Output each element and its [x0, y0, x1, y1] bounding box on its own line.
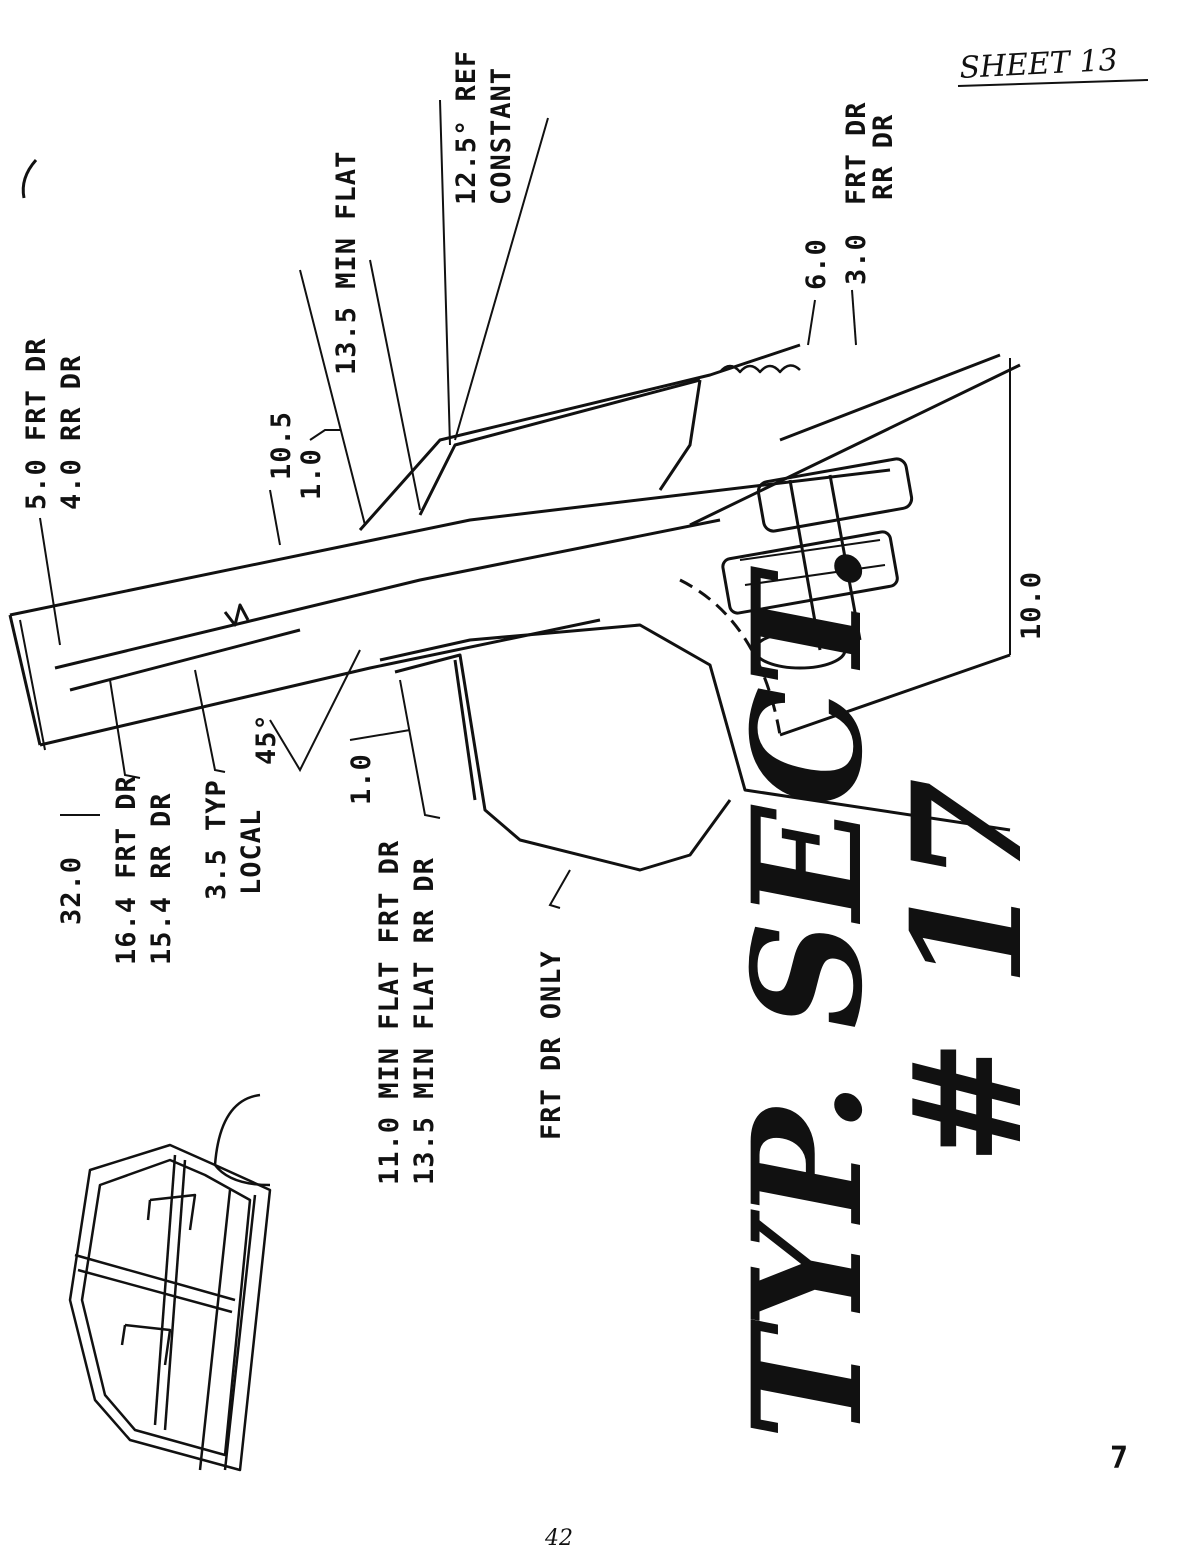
panel-line-2 — [39, 618, 601, 747]
sweep-line-a — [689, 363, 1021, 527]
leader-frt-only — [548, 869, 571, 909]
leader-10-5 — [269, 489, 281, 546]
leader-32 — [19, 619, 100, 816]
dim-13-5-rr: 13.5 MIN FLAT RR DR — [409, 857, 440, 1185]
leader-3-5 — [194, 669, 226, 773]
dim-constant: CONSTANT — [486, 67, 517, 205]
leader-1-0-low — [349, 729, 411, 741]
lower-channel — [379, 623, 1011, 832]
leader-12-5 — [439, 99, 549, 446]
panel-line-3 — [54, 518, 721, 670]
break-mark — [223, 603, 250, 627]
title-line1: TYP. SECT. — [720, 542, 896, 1440]
dim-3-5-typ: 3.5 TYP — [201, 779, 232, 900]
dimension-leaders — [19, 99, 1011, 909]
leader-6-0 — [807, 299, 816, 346]
upper-flange — [358, 343, 801, 531]
door-inner-outline — [80, 1158, 252, 1457]
dim-45: 45° — [251, 713, 282, 765]
dim-frt-only: FRT DR ONLY — [536, 950, 567, 1140]
door-mark-upper — [146, 1193, 197, 1231]
sweep-line-b — [779, 353, 1001, 442]
dim-13-5-min: 13.5 MIN FLAT — [331, 151, 362, 375]
door-vertical-b — [163, 1159, 187, 1431]
dim-local: LOCAL — [236, 809, 267, 895]
leader-16-4 — [109, 679, 141, 779]
dim-3-0-text: 3.0 — [841, 233, 872, 285]
dim-rr-dr: RR DR — [868, 114, 899, 200]
page-number: 7 — [1110, 1441, 1128, 1476]
bolt-shaft — [788, 474, 862, 651]
dim-10-0: 10.0 — [1016, 571, 1047, 640]
dimension-labels: 32.0 16.4 FRT DR 15.4 RR DR 3.5 TYP LOCA… — [21, 50, 1047, 1185]
leader-11-0 — [399, 679, 441, 819]
dim-frt-dr: FRT DR — [841, 101, 872, 205]
dim-15-4: 15.4 RR DR — [146, 792, 177, 965]
panel-end-cap — [8, 614, 42, 746]
sweep-line-c — [779, 653, 1011, 737]
footer-number: 42 — [544, 1526, 573, 1551]
dim-32: 32.0 — [56, 856, 87, 925]
dim-5-0: 5.0 FRT DR — [21, 337, 52, 510]
sheet-label-underline — [957, 79, 1149, 87]
paren-mark — [21, 159, 38, 199]
dim-6-0: 6.0 — [801, 238, 832, 290]
door-outline — [68, 1143, 272, 1472]
door-vertical-a — [153, 1154, 177, 1426]
dim-1-0-upper: 1.0 — [296, 448, 327, 500]
title-line2: # 17 — [880, 778, 1056, 1165]
clip-body — [721, 530, 899, 615]
upper-flange-inner — [418, 378, 701, 516]
arc-dashed — [679, 578, 782, 736]
hem-coil — [719, 364, 801, 374]
leader-3-0 — [851, 289, 857, 346]
dim-10-5: 10.5 — [266, 411, 297, 480]
bolt-nut — [753, 630, 847, 670]
sheet-label: SHEET 13 — [959, 43, 1119, 86]
dim-4-0: 4.0 RR DR — [56, 355, 87, 510]
clip-detail — [739, 539, 886, 586]
leader-13-5 — [299, 259, 421, 526]
leader-45 — [269, 649, 361, 773]
door-belt-line — [74, 1253, 236, 1314]
dim-12-5: 12.5° REF — [451, 50, 482, 205]
door-mark-lower — [120, 1323, 172, 1366]
leader-5-0 — [39, 517, 61, 646]
door-thumbnail — [68, 1093, 272, 1472]
section-drawing — [8, 343, 1021, 872]
door-rear-edge — [198, 1189, 257, 1471]
panel-outer-line — [9, 468, 891, 617]
title-block: TYP. SECT. # 17 — [720, 542, 1056, 1440]
door-hinge-curve — [213, 1093, 271, 1187]
upper-flange-return — [658, 379, 702, 491]
lower-channel-inner — [394, 653, 732, 872]
inner-pocket — [453, 659, 477, 801]
dim-11-0: 11.0 MIN FLAT FRT DR — [374, 840, 405, 1185]
panel-line-4 — [69, 628, 301, 692]
leader-1-0-up — [309, 429, 340, 441]
dim-16-4: 16.4 FRT DR — [111, 775, 142, 965]
dim-1-0-lower: 1.0 — [346, 753, 377, 805]
